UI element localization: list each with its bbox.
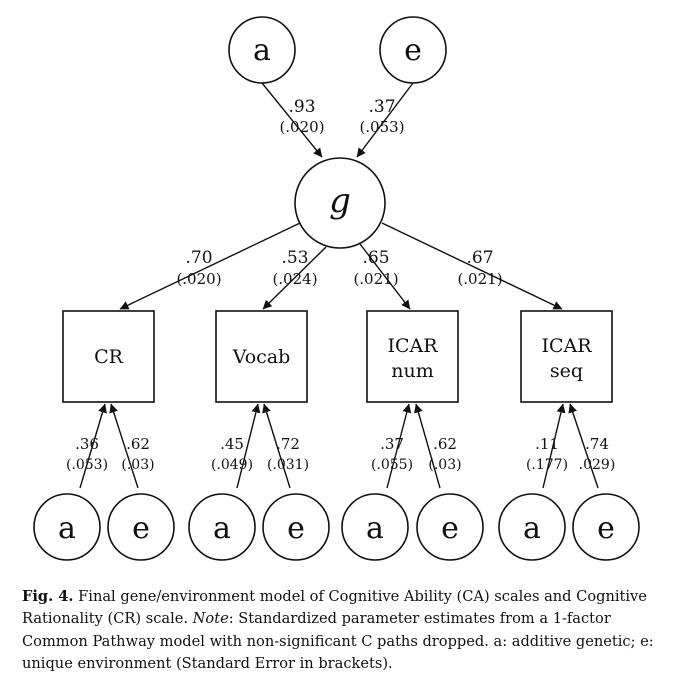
path-top-a-to-g — [261, 82, 323, 158]
icar-num-e-node: e — [416, 493, 484, 561]
svg-text:ICAR: ICAR — [541, 335, 592, 357]
svg-text:e: e — [287, 511, 305, 546]
icar-seq-e-se: .029) — [579, 457, 616, 473]
loading-vocab: .53 — [281, 248, 308, 268]
vocab-e-coef: .72 — [276, 435, 300, 453]
icar-num-a-node: a — [341, 493, 409, 561]
icar-num-e-se: (.03) — [428, 457, 461, 473]
svg-text:a: a — [58, 511, 76, 546]
svg-text:e: e — [441, 511, 459, 546]
path-g-to-cr — [119, 222, 301, 310]
g-factor-node: g — [294, 157, 386, 249]
icar-seq-e-coef: .74 — [585, 435, 609, 453]
path-vocab-e — [262, 403, 291, 489]
path-icar-num-e — [414, 403, 441, 489]
loading-se-vocab: (.024) — [272, 270, 317, 288]
cr-a-coef: .36 — [75, 435, 99, 453]
icar-seq-a-node: a — [498, 493, 566, 561]
icar-seq-e-node: e — [572, 493, 640, 561]
top-e-coef: .37 — [368, 97, 395, 117]
indicator-box-icar-num: ICAR num — [366, 310, 459, 403]
path-g-to-icar-num — [359, 243, 411, 310]
loading-icar-seq: .67 — [466, 248, 493, 268]
path-cr-a — [79, 403, 107, 489]
icar-num-e-coef: .62 — [433, 435, 457, 453]
cr-e-node: e — [107, 493, 175, 561]
path-g-to-icar-seq — [381, 222, 563, 310]
path-cr-e — [109, 403, 139, 489]
loading-se-icar-num: (.021) — [353, 270, 398, 288]
cr-a-node: a — [33, 493, 101, 561]
top-e-node: e — [379, 16, 447, 84]
svg-text:ICAR: ICAR — [387, 335, 438, 357]
loading-cr: .70 — [185, 248, 212, 268]
top-e-se: (.053) — [359, 118, 404, 136]
path-top-e-to-g — [356, 82, 414, 158]
svg-text:Vocab: Vocab — [232, 346, 291, 368]
path-g-to-vocab — [262, 246, 327, 310]
svg-text:a: a — [523, 511, 541, 546]
cr-a-se: (.053) — [66, 457, 108, 473]
vocab-a-se: (.049) — [211, 457, 253, 473]
loading-icar-num: .65 — [362, 248, 389, 268]
svg-text:num: num — [391, 360, 434, 382]
caption-note-label: Note — [192, 610, 229, 628]
cr-e-se: (.03) — [121, 457, 154, 473]
figure-caption: Fig. 4. Final gene/environment model of … — [22, 586, 662, 676]
icar-seq-a-se: (.177) — [526, 457, 568, 473]
vocab-a-node: a — [188, 493, 256, 561]
svg-text:a: a — [366, 511, 384, 546]
loading-se-icar-seq: (.021) — [457, 270, 502, 288]
path-icar-seq-e — [568, 403, 599, 489]
svg-text:e: e — [597, 511, 615, 546]
icar-num-a-se: (.055) — [371, 457, 413, 473]
top-a-node: a — [228, 16, 296, 84]
caption-fig-label: Fig. 4. — [22, 588, 74, 605]
caption-text-1: Final gene/environment model of Cognitiv… — [22, 588, 647, 628]
svg-text:CR: CR — [94, 346, 124, 368]
path-icar-num-a — [386, 403, 412, 489]
vocab-a-coef: .45 — [220, 435, 244, 453]
indicator-box-vocab: Vocab — [215, 310, 308, 403]
svg-text:seq: seq — [550, 360, 583, 382]
svg-text:a: a — [213, 511, 231, 546]
indicator-box-cr: CR — [62, 310, 155, 403]
svg-text:g: g — [329, 181, 351, 221]
indicator-box-icar-seq: ICAR seq — [520, 310, 613, 403]
cr-e-coef: .62 — [126, 435, 150, 453]
path-icar-seq-a — [542, 403, 566, 489]
path-vocab-a — [236, 403, 261, 489]
top-a-se: (.020) — [279, 118, 324, 136]
svg-text:e: e — [132, 511, 150, 546]
path-diagram: a e .93 (.020) .37 (.053) g .70 (.020) .… — [33, 16, 640, 561]
top-a-coef: .93 — [288, 97, 315, 117]
svg-text:a: a — [253, 33, 271, 68]
icar-num-a-coef: .37 — [380, 435, 404, 453]
vocab-e-se: (.031) — [267, 457, 309, 473]
caption-text-2: : Standardized parameter estimates from … — [22, 610, 654, 673]
svg-text:e: e — [404, 33, 422, 68]
vocab-e-node: e — [262, 493, 330, 561]
loading-se-cr: (.020) — [176, 270, 221, 288]
icar-seq-a-coef: .11 — [535, 435, 559, 453]
